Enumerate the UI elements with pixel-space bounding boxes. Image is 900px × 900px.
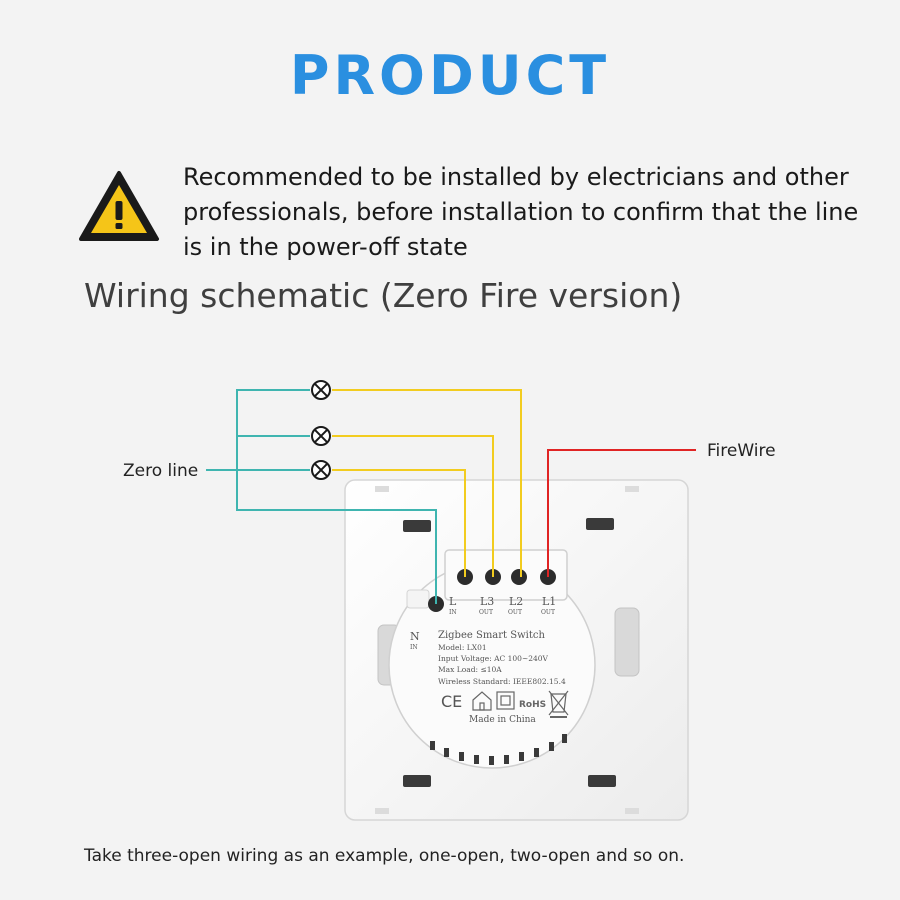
device-label-line: Max Load: ≤10A [438,665,502,674]
lamp-icon [311,380,331,400]
wiring-diagram: Zero line FireWire L IN L3 OUT L2 OUT L1… [123,380,776,821]
terminal-label: L3 [480,595,494,608]
load-wire-1 [332,389,522,577]
fire-wire [547,449,696,577]
terminal-sublabel: OUT [479,609,493,616]
made-in-label: Made in China [469,715,536,725]
device-label-line: Input Voltage: AC 100~240V [438,654,549,663]
terminal-label: L1 [542,595,556,608]
terminal-label: L2 [509,595,523,608]
device-label-line: Model: LX01 [438,643,487,652]
fire-wire-label: FireWire [707,441,776,461]
mounting-slot [403,520,431,532]
ce-mark: CE [441,692,462,711]
terminal-label: L [449,595,457,608]
wiring-caption: Take three-open wiring as an example, on… [84,846,685,866]
terminal-sublabel: OUT [541,609,555,616]
zero-line-label: Zero line [123,461,198,481]
weee-bin-icon [548,690,569,718]
warning-triangle-icon [79,171,159,241]
double-insulation-icon [496,691,515,710]
lamp-icon [311,460,331,480]
mounting-slot [403,775,431,787]
neutral-terminal-label: N [410,630,420,643]
mounting-slot [586,518,614,530]
load-wire-2 [332,435,494,577]
indoor-use-icon [472,691,492,711]
terminal-sublabel: IN [449,609,457,616]
device-label-line: Wireless Standard: IEEE802.15.4 [438,677,566,686]
warning-text: Recommended to be installed by electrici… [183,163,859,261]
page-title: PRODUCT [289,44,611,107]
zero-line-wire [236,389,437,604]
neutral-terminal-sublabel: IN [410,644,418,651]
terminal-sublabel: OUT [508,609,522,616]
terminal-block [444,549,568,601]
load-wire-3 [332,469,466,577]
device-label-line: Zigbee Smart Switch [438,630,545,641]
lamp-icon [311,426,331,446]
terminal-screw-l2 [511,569,527,585]
side-clip [614,607,640,677]
rohs-mark: RoHS [519,700,546,710]
schematic-title: Wiring schematic (Zero Fire version) [84,276,683,315]
mounting-slot [588,775,616,787]
